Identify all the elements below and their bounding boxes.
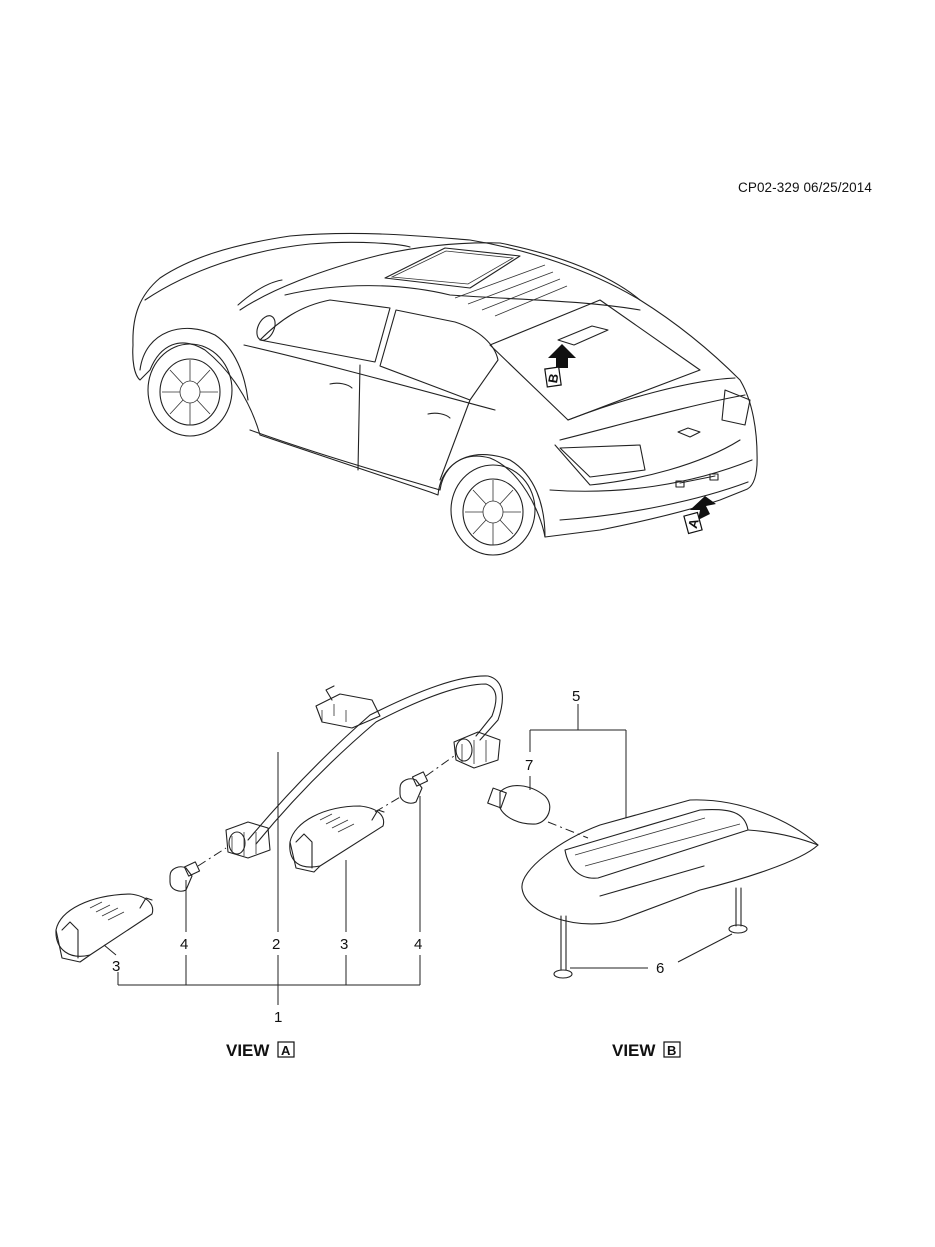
license-plate-lamp-icon [55,893,154,963]
callout-3-right: 3 [340,936,348,953]
callout-1: 1 [274,1009,282,1026]
diagram-code: CP02-329 06/25/2014 [738,180,873,195]
callout-4-left: 4 [180,936,188,953]
view-b-marker: B [544,344,576,388]
marker-b-letter: B [545,372,561,384]
license-plate-lamp-icon [289,805,385,873]
screw-icon [728,887,748,934]
view-b-letter-box [663,1041,681,1058]
view-b-leaders [529,704,733,969]
callout-6: 6 [656,960,664,977]
callout-3-left: 3 [112,958,120,975]
callout-4-right: 4 [414,936,422,953]
view-a-leaders [103,752,421,1005]
wiring-harness-icon [247,675,503,845]
view-a-letter-box [277,1041,295,1058]
callout-7: 7 [525,757,533,774]
screw-icon [553,915,573,979]
marker-a-letter: A [685,516,702,530]
wedge-bulb-icon [374,755,455,813]
view-a-marker: A [683,496,716,535]
wedge-bulb-icon [169,847,227,892]
sedan-car-illustration [132,232,758,556]
view-b-letter: B [667,1043,676,1058]
bulb-socket-icon [225,821,271,859]
callout-5: 5 [572,688,580,705]
callout-2: 2 [272,936,280,953]
wedge-bulb-icon [487,785,589,839]
bulb-socket-icon [453,731,501,769]
high-mount-stop-lamp-icon [521,799,819,925]
view-b-title: VIEW [612,1041,656,1060]
view-a-letter: A [281,1043,291,1058]
view-a-title: VIEW [226,1041,270,1060]
